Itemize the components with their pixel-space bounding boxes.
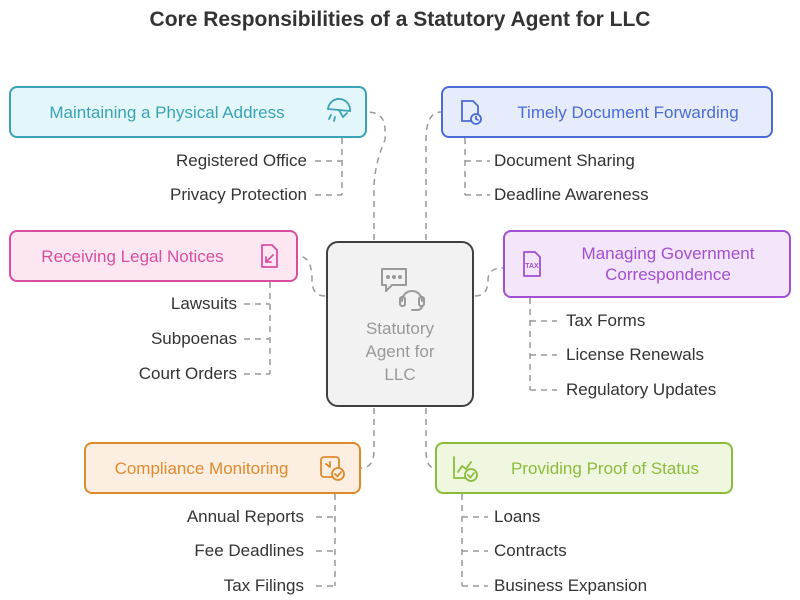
list-item: Court Orders bbox=[138, 364, 237, 383]
node-physical-address: Maintaining a Physical Address bbox=[9, 86, 367, 138]
list-item: Lawsuits bbox=[170, 294, 237, 313]
center-label-line-3: LLC bbox=[384, 365, 416, 384]
connector-proof-status bbox=[425, 408, 436, 469]
node-label: Timely Document Forwarding bbox=[517, 102, 739, 122]
connector-physical-address bbox=[366, 111, 386, 240]
center-node: Statutory Agent for LLC bbox=[326, 241, 474, 407]
node-label: Compliance Monitoring bbox=[114, 458, 289, 478]
node-label: Maintaining a Physical Address bbox=[49, 102, 285, 122]
chart-check-icon bbox=[453, 456, 478, 482]
list-item: Fee Deadlines bbox=[194, 541, 304, 560]
clock-check-icon bbox=[320, 456, 345, 481]
center-label-line-2: Agent for bbox=[365, 342, 435, 361]
list-item: Regulatory Updates bbox=[566, 380, 717, 399]
tax-icon-text: TAX bbox=[525, 263, 539, 270]
node-proof-of-status: Providing Proof of Status bbox=[435, 442, 733, 494]
node-compliance-monitoring: Compliance Monitoring bbox=[84, 442, 361, 494]
node-label: Managing Government Correspondence bbox=[547, 243, 789, 285]
document-arrow-icon bbox=[261, 244, 278, 268]
connector-compliance bbox=[360, 408, 375, 469]
list-item: Registered Office bbox=[175, 151, 307, 170]
list-item: License Renewals bbox=[566, 345, 704, 364]
center-label: Statutory Agent for LLC bbox=[328, 317, 472, 386]
list-item: Business Expansion bbox=[494, 576, 648, 595]
list-item: Contracts bbox=[494, 541, 567, 560]
node-legal-notices: Receiving Legal Notices bbox=[9, 230, 298, 282]
connector-legal-notices bbox=[297, 255, 326, 297]
satellite-dish-icon bbox=[327, 98, 351, 122]
chat-support-icon bbox=[381, 268, 425, 311]
center-label-line-1: Statutory bbox=[365, 319, 435, 338]
list-item: Loans bbox=[494, 507, 541, 526]
connector-government bbox=[474, 267, 504, 297]
list-item: Subpoenas bbox=[150, 329, 237, 348]
node-document-forwarding: Timely Document Forwarding bbox=[441, 86, 773, 138]
node-label-line-1: Managing Government bbox=[581, 244, 755, 263]
node-government-correspondence: TAX Managing Government Correspondence bbox=[503, 230, 791, 298]
list-item: Annual Reports bbox=[186, 507, 304, 526]
list-item: Tax Filings bbox=[223, 576, 304, 595]
tax-document-icon: TAX bbox=[523, 251, 541, 277]
diagram-title: Core Responsibilities of a Statutory Age… bbox=[149, 8, 651, 31]
list-item: Privacy Protection bbox=[170, 185, 307, 204]
list-item: Document Sharing bbox=[494, 151, 635, 170]
node-label: Providing Proof of Status bbox=[510, 458, 700, 478]
document-clock-icon bbox=[461, 100, 482, 125]
node-label: Receiving Legal Notices bbox=[41, 246, 224, 266]
list-item: Deadline Awareness bbox=[494, 185, 649, 204]
list-item: Tax Forms bbox=[566, 311, 646, 330]
node-label-line-2: Correspondence bbox=[605, 265, 731, 284]
connector-document-forwarding bbox=[425, 111, 442, 240]
